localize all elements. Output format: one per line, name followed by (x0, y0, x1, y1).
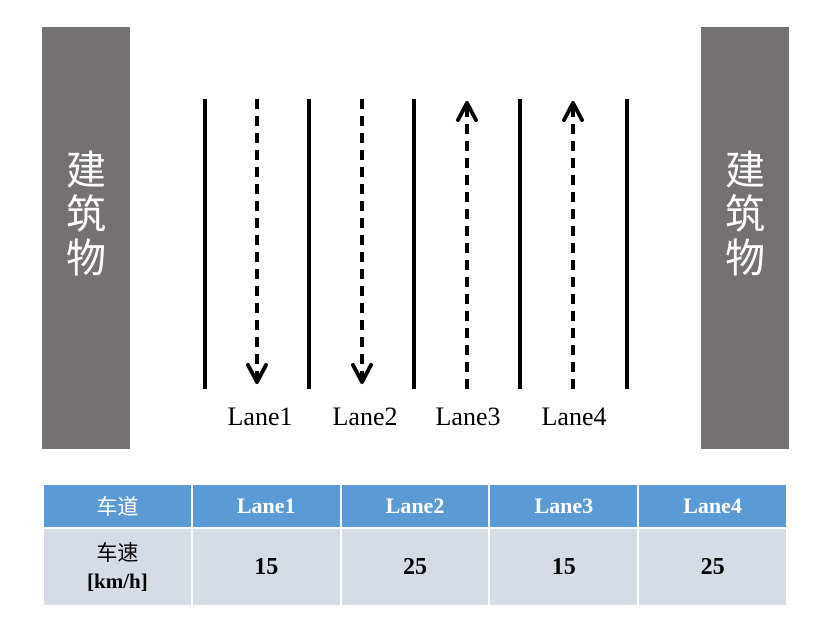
speed-lane1: 15 (190, 527, 342, 607)
lane2-label: Lane2 (333, 402, 398, 431)
header-lane4: Lane4 (637, 483, 788, 529)
lane4-arrow-up (562, 101, 584, 389)
lane3-arrow-up (456, 101, 478, 389)
speed-unit: [km/h] (87, 569, 148, 593)
lane2-arrow-down (351, 99, 373, 384)
building-left-char-2: 筑 (66, 192, 106, 238)
building-left-char-1: 建 (66, 148, 106, 194)
building-left: 建 筑 物 (42, 27, 130, 449)
header-lane3: Lane3 (488, 483, 640, 529)
building-right-char-3: 物 (725, 236, 765, 282)
speed-label: 车速 (96, 541, 139, 565)
building-right-char-1: 建 (725, 148, 765, 194)
header-lane-label: 车道 (42, 483, 193, 529)
table-header-row: 车道 Lane1 Lane2 Lane3 Lane4 (42, 483, 788, 529)
lane4-label: Lane4 (542, 402, 607, 431)
lane1-label: Lane1 (228, 402, 293, 431)
row-speed-label: 车速 [km/h] (42, 527, 193, 607)
speed-lane4: 25 (637, 527, 788, 607)
road-diagram: Lane1 Lane2 Lane3 Lane4 (203, 99, 629, 431)
building-right: 建 筑 物 (701, 27, 789, 449)
header-lane2: Lane2 (339, 483, 491, 529)
building-right-char-2: 筑 (725, 192, 765, 238)
speed-lane2: 25 (339, 527, 491, 607)
building-left-char-3: 物 (66, 236, 106, 282)
lane-speed-table: 车道 Lane1 Lane2 Lane3 Lane4 车速 [km/h] 15 … (42, 483, 788, 607)
lane3-label: Lane3 (436, 402, 501, 431)
header-lane1: Lane1 (190, 483, 342, 529)
lane1-arrow-down (246, 99, 268, 384)
table-row: 车速 [km/h] 15 25 15 25 (42, 527, 788, 607)
speed-lane3: 15 (488, 527, 640, 607)
